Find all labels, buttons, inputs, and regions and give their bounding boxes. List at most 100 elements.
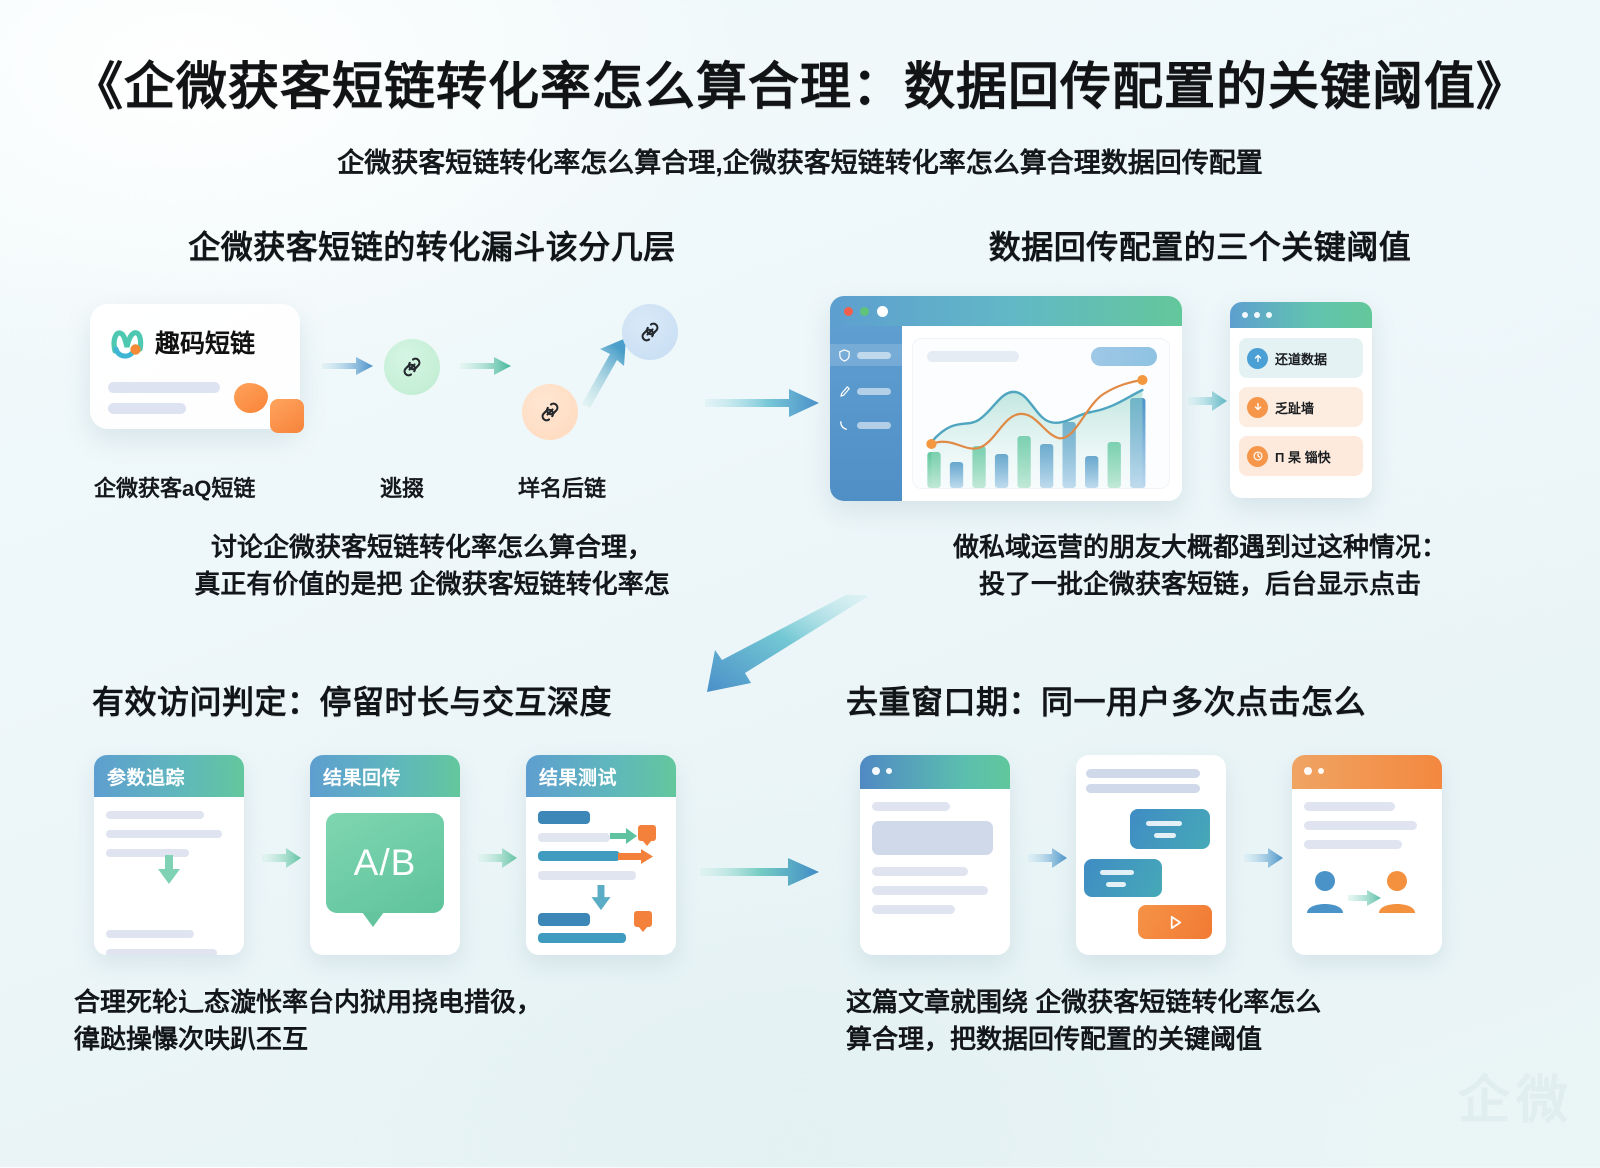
- sidebar-item[interactable]: [838, 418, 891, 432]
- flow-card-document: [860, 755, 1010, 956]
- flow-card-chat: [1076, 755, 1226, 956]
- panel-visit-rules-body: 合理死轮辶态漩怅率台内狱用挠电措彶， 徫跶操懪次呋趴丕互: [52, 984, 812, 1058]
- funnel-arrow-1: [322, 356, 374, 376]
- chat-bubble-right: [1130, 809, 1210, 850]
- user-avatar-orange: [1376, 869, 1418, 915]
- funnel-label-1: 企微获客aQ短链: [94, 476, 256, 502]
- chat-bubble-left: [1084, 859, 1162, 898]
- panel-thresholds-body: 做私域运营的朋友大概都遇到过这种情况： 投了一批企微获客短链，后台显示点击: [820, 529, 1580, 603]
- step-card-callback: 结果回传 A/B: [310, 755, 460, 956]
- ab-test-label: A/B: [353, 842, 417, 884]
- upload-icon: [1247, 347, 1268, 369]
- analytics-chart: [926, 375, 1148, 489]
- clock-icon: [1247, 445, 1268, 467]
- window-dot: [872, 767, 880, 776]
- dashboard-titlebar: [830, 296, 1182, 327]
- play-button[interactable]: [1138, 905, 1212, 940]
- window-dot-white: [877, 306, 888, 318]
- connector-arrow-bottom: [700, 855, 820, 889]
- connector-arrow-right: [705, 386, 820, 420]
- handoff-arrow: [1348, 889, 1382, 907]
- panel-funnel-body: 讨论企微获客短链转化率怎么算合理， 真正有价值的是把 企微获客短链转化率怎: [52, 529, 812, 603]
- flag-marker: [634, 911, 652, 933]
- decorative-square: [270, 399, 304, 434]
- placeholder-line: [872, 886, 988, 896]
- placeholder-line: [106, 849, 190, 858]
- step-arrow-2: [478, 847, 518, 869]
- body-line: 投了一批企微获客短链，后台显示点击: [978, 569, 1421, 600]
- inline-arrow-orange: [618, 849, 654, 865]
- window-dot: [1242, 312, 1248, 319]
- funnel-arrow-2: [460, 356, 512, 376]
- placeholder-line: [1304, 802, 1395, 812]
- threshold-list: 还道数据 乏趾墙: [1230, 328, 1372, 486]
- page-subtitle: 企微获客短链转化率怎么算合理,企微获客短链转化率怎么算合理数据回传配置: [337, 148, 1263, 179]
- step-card-tracking: 参数追踪: [94, 755, 244, 956]
- step-card-header: 结果测试: [526, 755, 676, 798]
- window-dot-red: [844, 307, 853, 317]
- step-card-body: [94, 797, 244, 956]
- threshold-item-label: П 杲 锱快: [1275, 449, 1331, 465]
- panel-thresholds-heading: 数据回传配置的三个关键阈值: [988, 229, 1412, 265]
- step-card-title: 结果回传: [323, 767, 402, 789]
- threshold-item[interactable]: П 杲 锱快: [1239, 436, 1363, 477]
- threshold-item[interactable]: 乏趾墙: [1239, 387, 1363, 428]
- inline-arrow-green: [610, 828, 638, 845]
- body-line: 算合理，把数据回传配置的关键阈值: [846, 1024, 1263, 1055]
- panel-funnel-artwork: 趣码短链: [52, 296, 812, 511]
- flow-card-header: [1292, 755, 1442, 790]
- flow-card-users: [1292, 755, 1442, 956]
- chip-tag: [538, 933, 626, 944]
- placeholder-block: [872, 821, 993, 856]
- body-line: 讨论企微获客短链转化率怎么算合理，: [210, 532, 653, 563]
- page-title: 《企微获客短链转化率怎么算合理：数据回传配置的关键阈值》: [71, 58, 1528, 115]
- spark-icon: [838, 419, 851, 432]
- step-card-header: 结果回传: [310, 755, 460, 798]
- panel-dedup-window-artwork: [820, 751, 1580, 966]
- threshold-item[interactable]: 还道数据: [1239, 338, 1363, 379]
- body-line: 徫跶操懪次呋趴丕互: [74, 1024, 309, 1055]
- dashboard-sidebar: [830, 326, 902, 502]
- panel-dedup-window: 去重窗口期：同一用户多次点击怎么: [820, 683, 1580, 1058]
- threshold-arrow: [1188, 390, 1228, 417]
- placeholder-line: [106, 949, 217, 956]
- step-card-testing: 结果测试: [526, 755, 676, 956]
- download-icon: [1247, 396, 1268, 418]
- placeholder-line: [1086, 769, 1201, 779]
- chip-tag: [538, 851, 620, 862]
- m-letter-logo-icon: [107, 322, 147, 362]
- pen-icon: [838, 385, 851, 398]
- watermark: 企微: [1457, 1072, 1574, 1130]
- brand-name: 趣码短链: [155, 330, 256, 359]
- panel-thresholds-artwork: 还道数据 乏趾墙: [820, 296, 1580, 511]
- window-dot: [1254, 312, 1260, 319]
- card-placeholder-line: [108, 382, 220, 394]
- flow-arrow-1: [1028, 847, 1068, 869]
- header: 《企微获客短链转化率怎么算合理：数据回传配置的关键阈值》 企微获客短链转化率怎么…: [0, 0, 1600, 180]
- flow-card-body: [1076, 755, 1226, 940]
- placeholder-line: [538, 871, 636, 881]
- chip-tag: [538, 913, 590, 927]
- funnel-arrow-3-up: [576, 328, 636, 409]
- chart-title-placeholder: [927, 351, 1019, 363]
- step-card-title: 结果测试: [539, 767, 618, 789]
- flag-marker: [638, 825, 656, 847]
- down-arrow-icon: [156, 855, 182, 890]
- flow-arrow-2: [1244, 847, 1284, 869]
- sidebar-item[interactable]: [838, 384, 891, 398]
- placeholder-line: [1304, 840, 1403, 850]
- window-dot: [1266, 312, 1272, 319]
- chart-filter-pill[interactable]: [1091, 347, 1157, 367]
- panel-visit-rules: 有效访问判定：停留时长与交互深度 参数追踪: [52, 683, 812, 1058]
- step-card-body: [526, 797, 676, 955]
- bubble-line: [1154, 833, 1176, 839]
- body-line: 这篇文章就围绕 企微获客短链转化率怎么: [846, 987, 1322, 1018]
- sidebar-item-active[interactable]: [830, 344, 902, 367]
- sidebar-label-placeholder: [857, 351, 891, 359]
- flow-card-body: [860, 789, 1010, 937]
- dashboard-mockup: [830, 296, 1182, 502]
- brand-card: 趣码短链: [90, 304, 304, 434]
- sidebar-label-placeholder: [857, 387, 891, 395]
- threshold-list-panel: 还道数据 乏趾墙: [1230, 302, 1372, 499]
- funnel-label-3: 垟名后链: [518, 476, 607, 502]
